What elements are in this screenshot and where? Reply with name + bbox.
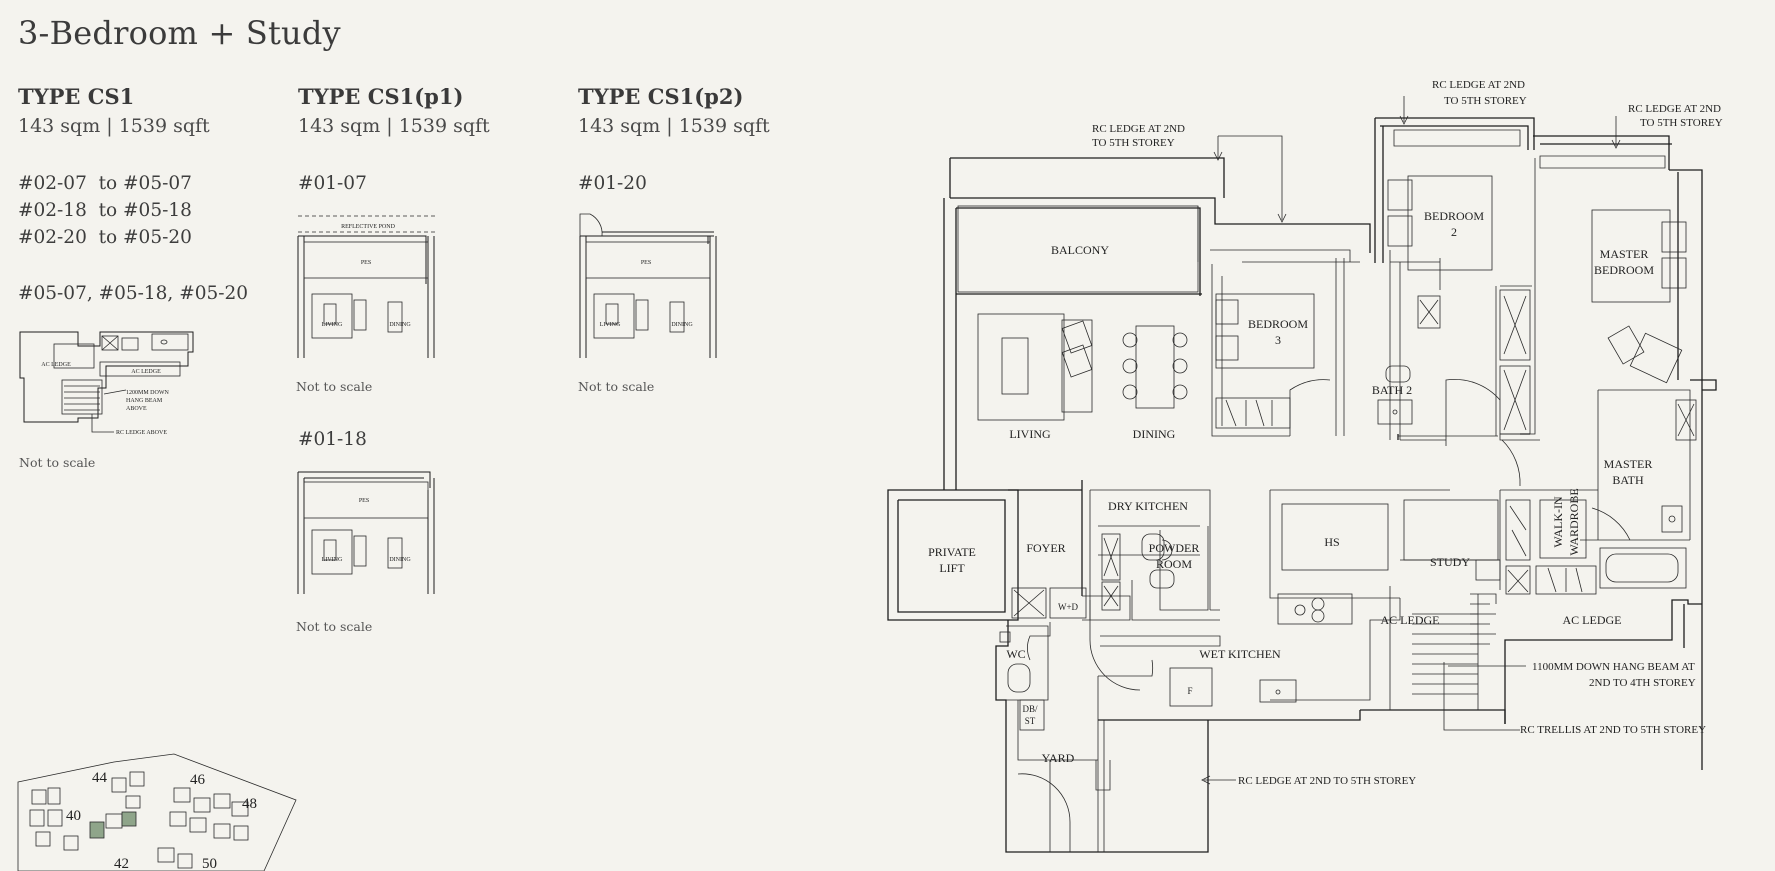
type-cs1p1-heading: TYPE CS1(p1): [298, 84, 464, 109]
room-powder-label: ROOM: [1156, 557, 1192, 571]
room-wc-label: WC: [1006, 647, 1025, 661]
thumb-living-label: LIVING: [322, 557, 343, 563]
unit-range: #02-07 to #05-07: [18, 173, 192, 194]
thumb-hang-beam-label: ABOVE: [126, 406, 147, 412]
room-master-bedroom-label: MASTER: [1600, 247, 1649, 261]
room-yard-label: YARD: [1042, 751, 1075, 765]
room-powder-label: POWDER: [1149, 541, 1200, 555]
type-cs1-size: 143 sqm | 1539 sqft: [18, 115, 210, 137]
type-cs1-units-top: #05-07, #05-18, #05-20: [18, 283, 249, 304]
cs1p1-0118-keyplan: PES LIVING DINING: [297, 471, 435, 594]
furniture: [977, 175, 1697, 731]
room-private-lift-label: LIFT: [939, 561, 965, 575]
annotation-leaders: [1201, 96, 1621, 785]
room-dining-label: DINING: [1133, 427, 1176, 441]
room-bedroom2-label: 2: [1451, 225, 1457, 239]
thumb-hang-beam-label: HANG BEAM: [126, 398, 163, 404]
thumb-dining-label: DINING: [671, 322, 693, 328]
thumb-dining-label: DINING: [389, 322, 411, 328]
annotation-rc-ledge-bottom: RC LEDGE AT 2ND TO 5TH STOREY: [1238, 775, 1416, 787]
scale-note: Not to scale: [296, 619, 373, 634]
site-block-number: 50: [202, 856, 217, 871]
thumb-hang-beam-label: 1200MM DOWN: [126, 390, 169, 396]
fridge-label: F: [1187, 686, 1192, 696]
room-walkin-label: WALK-IN: [1551, 496, 1565, 548]
type-cs1p1-unit-2: #01-18: [298, 429, 367, 450]
thumb-pes-label: PES: [641, 260, 651, 266]
room-dbst-label: ST: [1025, 716, 1036, 726]
cs1-top-storey-keyplan: AC LEDGE AC LEDGE 1200MM DOWN HANG BEAM …: [19, 331, 194, 436]
annotation-hang-beam: 1100MM DOWN HANG BEAM AT: [1532, 661, 1695, 673]
thumb-living-label: LIVING: [322, 322, 343, 328]
annotations: RC LEDGE AT 2ND TO 5TH STOREY RC LEDGE A…: [1092, 79, 1723, 787]
room-bedroom3-label: 3: [1275, 333, 1281, 347]
annotation-rc-ledge: RC LEDGE AT 2ND: [1092, 123, 1185, 135]
room-foyer-label: FOYER: [1026, 541, 1065, 555]
scale-note: Not to scale: [296, 379, 373, 394]
site-block-number: 40: [66, 808, 81, 824]
cs1p1-0107-keyplan: REFLECTIVE POND PES LIVING DINING: [297, 215, 438, 358]
unit-range: #02-20 to #05-20: [18, 227, 192, 248]
site-block-number: 42: [114, 856, 129, 871]
annotation-rc-ledge: RC LEDGE AT 2ND: [1628, 103, 1721, 115]
room-hs-label: HS: [1324, 535, 1339, 549]
type-cs1p1-unit: #01-07: [298, 173, 367, 194]
cs1p2-0120-keyplan: PES LIVING DINING: [579, 213, 717, 358]
interior-walls: [957, 129, 1691, 852]
site-block-number: 48: [242, 796, 257, 812]
site-key-plan: 44 46 48 40 42 50: [17, 753, 297, 871]
type-cs1-heading: TYPE CS1: [18, 84, 135, 109]
room-bath2-label: BATH 2: [1372, 383, 1412, 397]
room-bedroom3-label: BEDROOM: [1248, 317, 1308, 331]
room-master-bath-label: MASTER: [1604, 457, 1653, 471]
type-cs1p2-heading: TYPE CS1(p2): [578, 84, 744, 109]
thumb-dining-label: DINING: [389, 557, 411, 563]
annotation-rc-ledge: TO 5TH STOREY: [1092, 137, 1175, 149]
page-title: 3-Bedroom + Study: [18, 14, 341, 52]
site-block-number: 46: [190, 772, 206, 788]
room-wd-label: W+D: [1058, 602, 1079, 612]
thumb-ac-ledge-label: AC LEDGE: [41, 362, 71, 368]
room-master-bath-label: BATH: [1612, 473, 1644, 487]
annotation-rc-ledge: TO 5TH STOREY: [1640, 117, 1723, 129]
unit-range: #02-18 to #05-18: [18, 200, 192, 221]
room-master-bedroom-label: BEDROOM: [1594, 263, 1654, 277]
annotation-rc-ledge: RC LEDGE AT 2ND: [1432, 79, 1525, 91]
scale-note: Not to scale: [578, 379, 655, 394]
room-ac-ledge-label: AC LEDGE: [1563, 613, 1622, 627]
type-cs1p1-size: 143 sqm | 1539 sqft: [298, 115, 490, 137]
room-private-lift-label: PRIVATE: [928, 545, 976, 559]
room-labels: BALCONY LIVING DINING BEDROOM 3 BEDROOM …: [928, 209, 1654, 765]
room-balcony-label: BALCONY: [1051, 243, 1109, 257]
site-block-number: 44: [92, 770, 108, 786]
room-ac-ledge-label: AC LEDGE: [1381, 613, 1440, 627]
thumb-living-label: LIVING: [600, 322, 621, 328]
thumb-pes-label: PES: [359, 498, 369, 504]
outer-walls: [887, 117, 1717, 853]
type-cs1-units: #02-07 to #05-07 #02-18 to #05-18 #02-20…: [18, 170, 192, 251]
annotation-trellis: RC TRELLIS AT 2ND TO 5TH STOREY: [1520, 724, 1706, 736]
room-study-label: STUDY: [1430, 555, 1470, 569]
thumb-rc-ledge-label: RC LEDGE ABOVE: [116, 430, 167, 436]
room-dbst-label: DB/: [1022, 704, 1038, 714]
thumb-reflective-pond-label: REFLECTIVE POND: [341, 224, 396, 230]
thumb-pes-label: PES: [361, 260, 371, 266]
scale-note: Not to scale: [19, 455, 96, 470]
type-cs1p2-unit: #01-20: [578, 173, 647, 194]
room-dry-kitchen-label: DRY KITCHEN: [1108, 499, 1188, 513]
room-walkin-label: WARDROBE: [1567, 488, 1581, 555]
room-bedroom2-label: BEDROOM: [1424, 209, 1484, 223]
room-wet-kitchen-label: WET KITCHEN: [1199, 647, 1281, 661]
room-living-label: LIVING: [1009, 427, 1051, 441]
type-cs1p2-size: 143 sqm | 1539 sqft: [578, 115, 770, 137]
thumb-ac-ledge-label: AC LEDGE: [131, 369, 161, 375]
annotation-rc-ledge: TO 5TH STOREY: [1444, 95, 1527, 107]
annotation-hang-beam: 2ND TO 4TH STOREY: [1589, 677, 1696, 689]
